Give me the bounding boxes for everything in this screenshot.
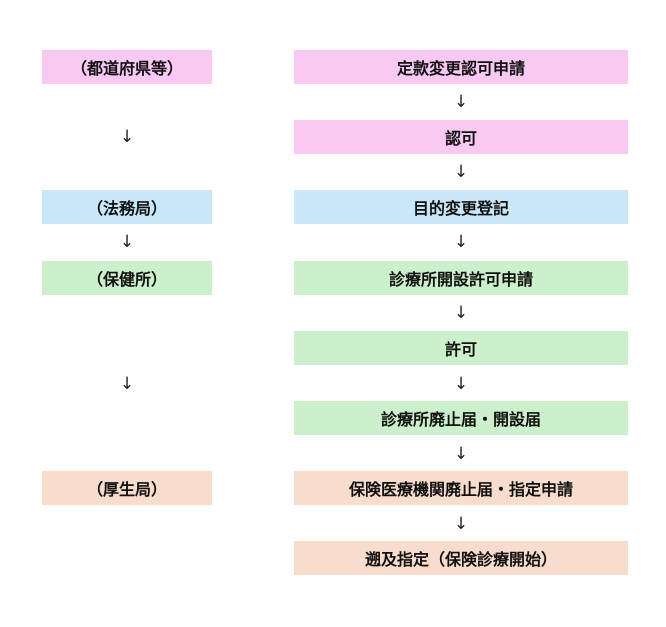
- step-clinic-closure-and-opening-notice: 診療所廃止届・開設届: [294, 401, 628, 435]
- agency-health-center: （保健所）: [42, 261, 212, 295]
- step-approval: 認可: [294, 120, 628, 154]
- right-arrow-down: ↓: [453, 303, 469, 323]
- right-arrow-down: ↓: [453, 92, 469, 112]
- agency-legal-affairs-bureau: （法務局）: [42, 190, 212, 224]
- step-retroactive-designation: 遡及指定（保険診療開始）: [294, 541, 628, 575]
- right-arrow-down: ↓: [453, 374, 469, 394]
- left-arrow-down: ↓: [119, 127, 135, 147]
- step-permit: 許可: [294, 331, 628, 365]
- step-purpose-change-registration: 目的変更登記: [294, 190, 628, 224]
- agency-prefecture: （都道府県等）: [42, 50, 212, 84]
- step-clinic-opening-permit-application: 診療所開設許可申請: [294, 261, 628, 295]
- left-arrow-down: ↓: [119, 374, 135, 394]
- step-articles-amendment-application: 定款変更認可申請: [294, 50, 628, 84]
- right-arrow-down: ↓: [453, 162, 469, 182]
- left-arrow-down: ↓: [119, 232, 135, 252]
- step-insurance-institution-designation-application: 保険医療機関廃止届・指定申請: [294, 471, 628, 505]
- right-arrow-down: ↓: [453, 514, 469, 534]
- right-arrow-down: ↓: [453, 232, 469, 252]
- right-arrow-down: ↓: [453, 444, 469, 464]
- agency-welfare-bureau: （厚生局）: [42, 471, 212, 505]
